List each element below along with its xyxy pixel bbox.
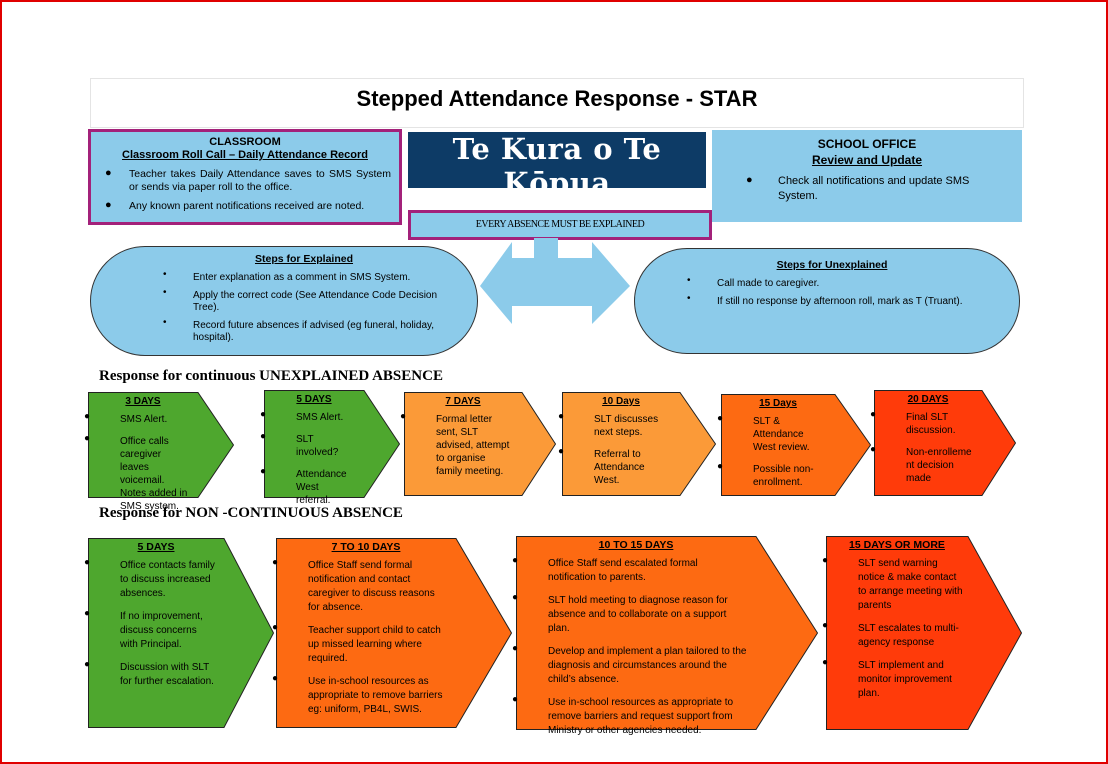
non-continuous-step-days: 7 TO 10 DAYS <box>331 541 401 553</box>
explained-heading: Steps for Explained <box>254 253 354 265</box>
non-continuous-step-bullet: Discussion with SLT for further escalati… <box>84 658 216 689</box>
every-absence-banner: EVERY ABSENCE MUST BE EXPLAINED <box>408 210 712 240</box>
classroom-bullet: Any known parent notifications received … <box>99 199 391 213</box>
continuous-step-list: SLT discusses next steps. Referral to Att… <box>558 410 672 487</box>
non-continuous-step-days: 15 DAYS OR MORE <box>849 539 945 551</box>
non-continuous-step-bullet: SLT escalates to multi-agency response <box>822 619 964 650</box>
non-continuous-step-4: 15 DAYS OR MORE SLT send warning notice &… <box>822 536 1023 730</box>
continuous-step-list: Formal letter sent, SLT advised, attempt… <box>400 410 514 478</box>
continuous-step-list: SLT & Attendance West review. Possible no… <box>717 412 827 489</box>
continuous-step-content: 20 DAYS Final SLT discussion. Non-enrollem… <box>870 390 996 494</box>
continuous-step-bullet: SLT involved? <box>260 430 354 459</box>
continuous-step-5: 15 DaysSLT & Attendance West review. Poss… <box>717 394 872 498</box>
explained-bullet: Apply the correct code (See Attendance C… <box>161 287 447 314</box>
non-continuous-step-list: Office contacts family to discuss increa… <box>84 556 216 689</box>
continuous-step-days: 5 DAYS <box>296 394 332 405</box>
classroom-subheading: Classroom Roll Call – Daily Attendance R… <box>122 149 368 161</box>
non-continuous-step-list: Office Staff send escalated formal notif… <box>512 554 748 738</box>
non-continuous-step-bullet: Use in-school resources as appropriate t… <box>512 693 748 738</box>
continuous-step-2: 5 DAYS SMS Alert. SLT involved? Attendance … <box>260 390 401 506</box>
classroom-bullet: Teacher takes Daily Attendance saves to … <box>99 167 391 194</box>
classroom-box: CLASSROOM Classroom Roll Call – Daily At… <box>88 129 402 225</box>
continuous-step-bullet: Final SLT discussion. <box>870 408 974 437</box>
classroom-heading: CLASSROOM <box>209 136 281 148</box>
non-continuous-step-bullet: Develop and implement a plan tailored to… <box>512 642 748 687</box>
continuous-step-list: SMS Alert. SLT involved? Attendance West r… <box>260 408 354 507</box>
non-continuous-step-content: 7 TO 10 DAYS Office Staff send formal not… <box>272 538 470 726</box>
continuous-step-bullet: SMS Alert. <box>84 410 188 426</box>
non-continuous-step-bullet: Office Staff send escalated formal notif… <box>512 554 748 585</box>
page-title: Stepped Attendance Response - STAR <box>356 86 758 111</box>
non-continuous-step-content: 10 TO 15 DAYS Office Staff send escalated… <box>512 536 770 747</box>
split-arrow-icon <box>480 238 630 324</box>
non-continuous-step-days: 10 TO 15 DAYS <box>598 539 674 551</box>
explained-steps-pill: Steps for Explained Enter explanation as… <box>90 246 478 356</box>
non-continuous-step-1: 5 DAYS Office contacts family to discuss … <box>84 538 275 728</box>
school-logo: Te Kura o Te Kōpua HENDERSON PRIMARY SCH… <box>408 132 706 217</box>
non-continuous-step-bullet: Teacher support child to catch up missed… <box>272 621 446 666</box>
continuous-step-4: 10 DaysSLT discusses next steps. Referral… <box>558 392 717 496</box>
title-bar: Stepped Attendance Response - STAR <box>90 78 1024 128</box>
school-office-box: SCHOOL OFFICE Review and Update Check al… <box>712 130 1022 222</box>
non-continuous-step-bullet: If no improvement, discuss concerns with… <box>84 607 216 652</box>
continuous-step-bullet: SMS Alert. <box>260 408 354 424</box>
unexplained-list: Call made to caregiver. If still no resp… <box>685 275 979 308</box>
continuous-step-bullet: SLT discusses next steps. <box>558 410 672 439</box>
continuous-step-1: 3 DAYS SMS Alert. Office calls caregiver l… <box>84 392 235 512</box>
continuous-section-heading: Response for continuous UNEXPLAINED ABSE… <box>99 368 443 384</box>
unexplained-steps-pill: Steps for Unexplained Call made to careg… <box>634 248 1020 354</box>
continuous-step-content: 5 DAYS SMS Alert. SLT involved? Attendance … <box>260 390 378 516</box>
continuous-step-bullet: SLT & Attendance West review. <box>717 412 827 454</box>
unexplained-bullet: Call made to caregiver. <box>685 275 979 290</box>
non-continuous-step-bullet: Office contacts family to discuss increa… <box>84 556 216 601</box>
explained-bullet: Record future absences if advised (eg fu… <box>161 317 447 344</box>
non-continuous-step-list: Office Staff send formal notification an… <box>272 556 446 717</box>
continuous-step-bullet: Formal letter sent, SLT advised, attempt… <box>400 410 514 478</box>
non-continuous-step-content: 15 DAYS OR MORE SLT send warning notice &… <box>822 536 982 710</box>
non-continuous-step-3: 10 TO 15 DAYS Office Staff send escalated… <box>512 536 819 736</box>
non-continuous-step-bullet: Use in-school resources as appropriate t… <box>272 672 446 717</box>
non-continuous-step-list: SLT send warning notice & make contact t… <box>822 554 964 701</box>
non-continuous-step-content: 5 DAYS Office contacts family to discuss … <box>84 538 238 698</box>
non-continuous-step-bullet: Office Staff send formal notification an… <box>272 556 446 615</box>
non-continuous-step-bullet: SLT send warning notice & make contact t… <box>822 554 964 613</box>
unexplained-heading: Steps for Unexplained <box>776 259 888 271</box>
continuous-step-content: 15 DaysSLT & Attendance West review. Poss… <box>717 394 849 498</box>
continuous-step-content: 10 DaysSLT discusses next steps. Referral… <box>558 392 694 496</box>
continuous-step-bullet: Referral to Attendance West. <box>558 445 672 487</box>
office-list: Check all notifications and update SMS S… <box>722 173 1012 204</box>
continuous-step-days: 3 DAYS <box>125 396 161 407</box>
non-continuous-step-2: 7 TO 10 DAYS Office Staff send formal not… <box>272 538 513 728</box>
logo-maori-name: Te Kura o Te Kōpua <box>452 132 662 200</box>
non-continuous-step-days: 5 DAYS <box>137 541 175 553</box>
continuous-step-days: 15 Days <box>759 398 797 409</box>
continuous-step-bullet: Office calls caregiver leaves voicemail.… <box>84 432 188 513</box>
continuous-step-bullet: Non-enrolleme nt decision made <box>870 443 974 485</box>
office-bullet: Check all notifications and update SMS S… <box>722 173 1012 204</box>
continuous-step-days: 7 DAYS <box>445 396 481 407</box>
explained-list: Enter explanation as a comment in SMS Sy… <box>161 269 447 344</box>
classroom-list: Teacher takes Daily Attendance saves to … <box>99 167 391 213</box>
office-subheading: Review and Update <box>811 153 923 167</box>
continuous-step-3: 7 DAYS Formal letter sent, SLT advised, a… <box>400 392 557 496</box>
non-continuous-step-bullet: SLT hold meeting to diagnose reason for … <box>512 591 748 636</box>
continuous-step-bullet: Possible non-enrollment. <box>717 460 827 489</box>
continuous-step-list: Final SLT discussion. Non-enrolleme nt de… <box>870 408 974 485</box>
explained-bullet: Enter explanation as a comment in SMS Sy… <box>161 269 447 284</box>
office-heading: SCHOOL OFFICE <box>817 137 917 151</box>
continuous-step-6: 20 DAYS Final SLT discussion. Non-enrollem… <box>870 390 1017 496</box>
continuous-step-days: 20 DAYS <box>907 394 949 405</box>
continuous-step-list: SMS Alert. Office calls caregiver leaves … <box>84 410 188 513</box>
continuous-step-content: 3 DAYS SMS Alert. Office calls caregiver l… <box>84 392 212 522</box>
unexplained-bullet: If still no response by afternoon roll, … <box>685 293 979 308</box>
continuous-step-days: 10 Days <box>602 396 640 407</box>
non-continuous-step-bullet: SLT implement and monitor improvement pl… <box>822 656 964 701</box>
continuous-step-bullet: Attendance West referral. <box>260 465 354 507</box>
continuous-step-content: 7 DAYS Formal letter sent, SLT advised, a… <box>400 392 536 487</box>
